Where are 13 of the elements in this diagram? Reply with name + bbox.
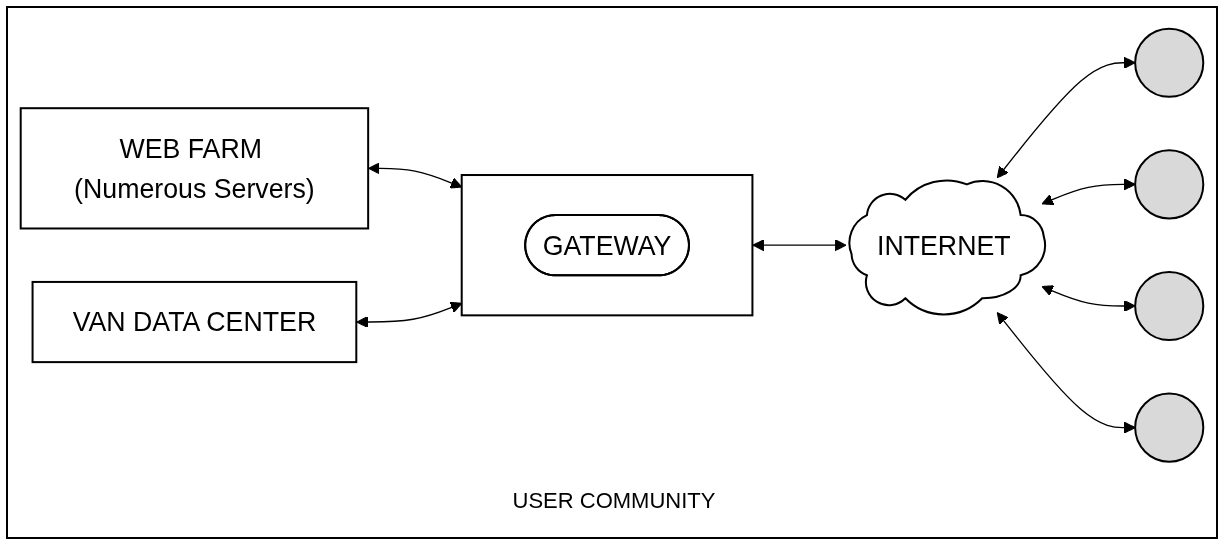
arrow <box>1041 178 1136 205</box>
arrow <box>996 56 1136 179</box>
node-circle <box>1134 392 1205 463</box>
caption-text: USER COMMUNITY <box>512 488 716 513</box>
node-circle <box>1134 149 1205 220</box>
node-circle <box>1134 270 1205 341</box>
node-circle <box>1134 27 1205 98</box>
arrow <box>1041 285 1136 312</box>
node-box: VAN DATA CENTER <box>31 280 358 363</box>
arrow <box>996 311 1136 434</box>
node-box: WEB FARM (Numerous Servers) <box>19 107 370 230</box>
cluster <box>460 173 754 317</box>
arrow <box>752 239 847 251</box>
